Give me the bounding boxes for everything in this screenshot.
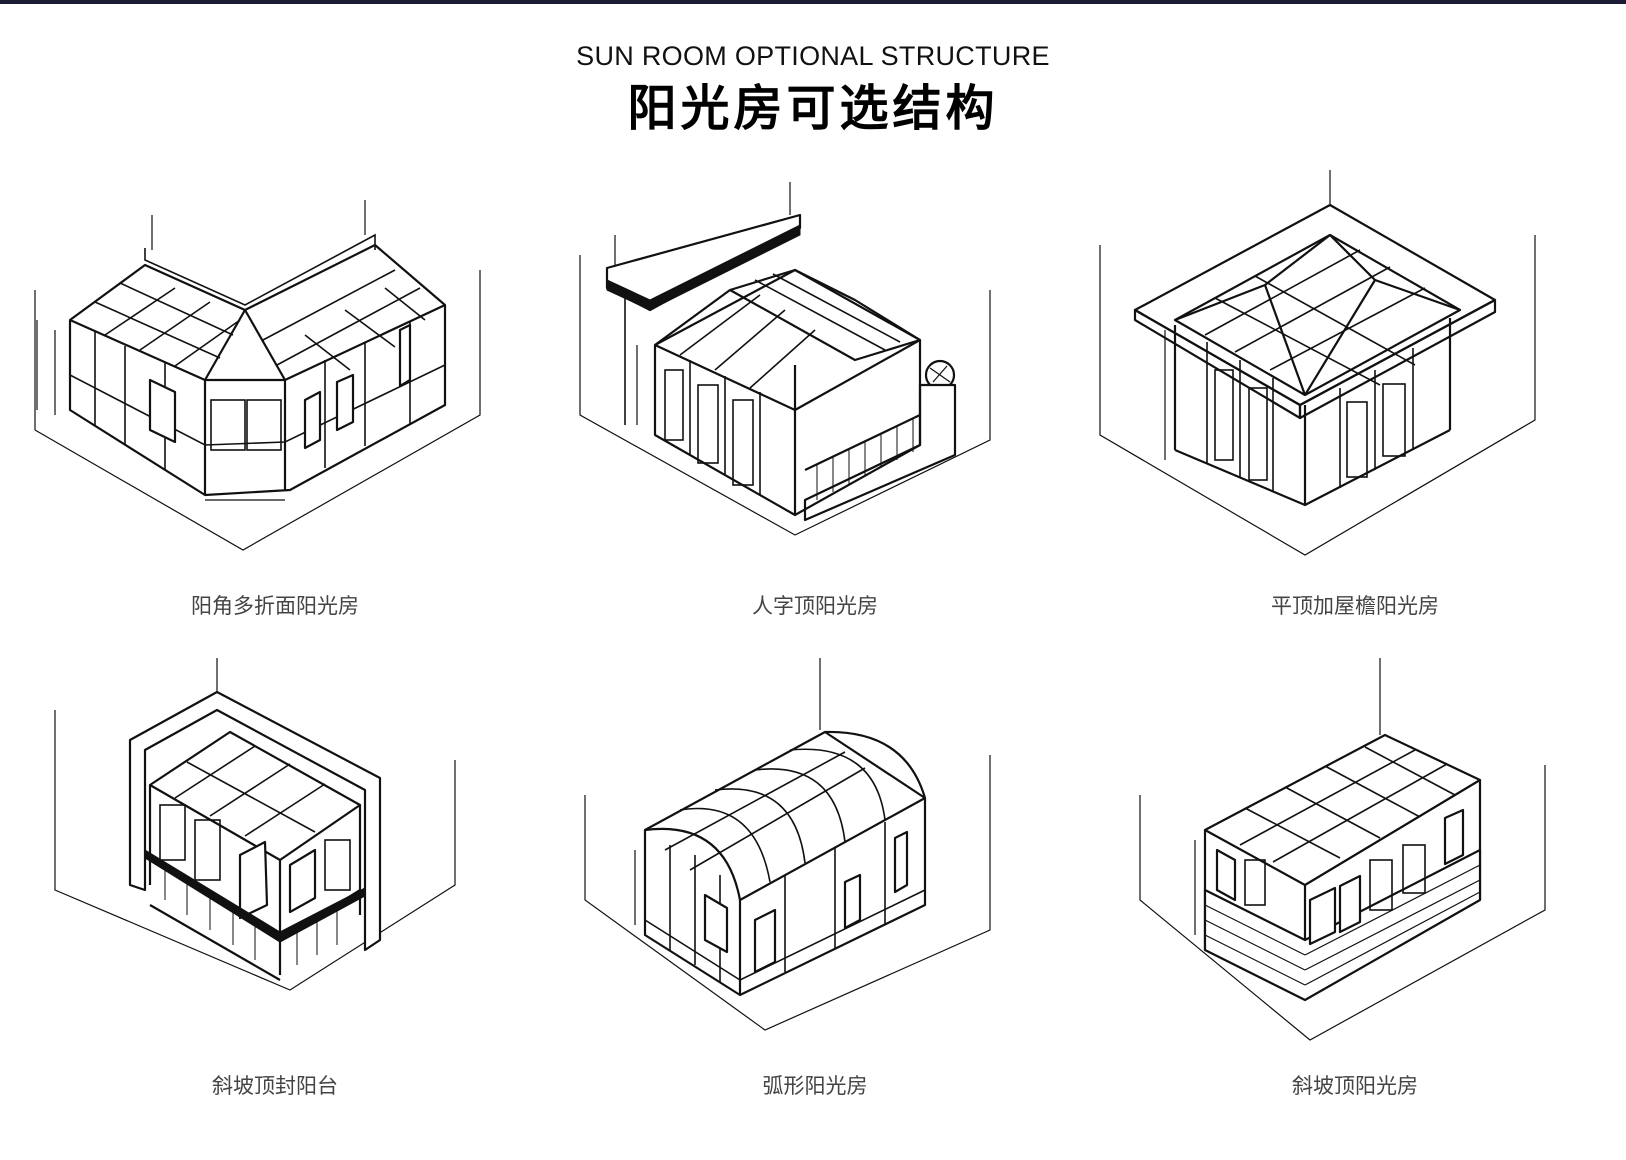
structure-card-sloped-balcony: 斜坡顶封阳台: [15, 650, 535, 1098]
sloped-roof-sunroom-drawing: [1139, 658, 1546, 1041]
structure-card-corner-multifold: 阳角多折面阳光房: [15, 170, 535, 618]
page-title-english: SUN ROOM OPTIONAL STRUCTURE: [576, 41, 1050, 71]
structure-label: 阳角多折面阳光房: [191, 594, 359, 618]
structure-card-gable-roof: 人字顶阳光房: [555, 170, 1075, 618]
flat-roof-eave-sunroom-drawing: [1099, 170, 1536, 556]
corner-multifold-sunroom-drawing: [34, 200, 481, 551]
structure-card-flat-roof-eave: 平顶加屋檐阳光房: [1095, 170, 1615, 618]
structure-label: 斜坡顶阳光房: [1292, 1074, 1418, 1098]
page-title-chinese: 阳光房可选结构: [627, 80, 999, 137]
structure-label: 人字顶阳光房: [752, 594, 878, 618]
top-border-bar: [0, 0, 1626, 4]
structure-label: 弧形阳光房: [762, 1074, 868, 1098]
sloped-roof-balcony-drawing: [54, 658, 456, 991]
structure-label: 平顶加屋檐阳光房: [1271, 594, 1439, 618]
arched-sunroom-drawing: [584, 658, 991, 1031]
page-header: SUN ROOM OPTIONAL STRUCTURE 阳光房可选结构: [0, 40, 1626, 140]
gable-roof-sunroom-drawing: [579, 182, 991, 536]
structure-card-arched: 弧形阳光房: [555, 650, 1075, 1098]
structure-label: 斜坡顶封阳台: [212, 1074, 338, 1098]
structure-card-sloped-roof: 斜坡顶阳光房: [1095, 650, 1615, 1098]
